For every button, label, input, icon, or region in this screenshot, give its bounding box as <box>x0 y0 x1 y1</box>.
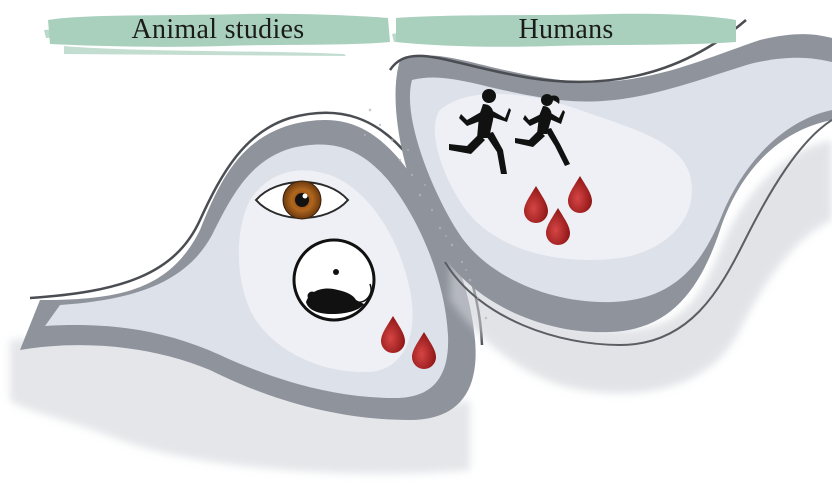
humans-banner: Humans <box>392 8 740 56</box>
animal-studies-label: Animal studies <box>44 8 392 52</box>
humans-label: Humans <box>392 8 740 52</box>
mouse-in-wheel-icon <box>294 240 374 320</box>
animal-studies-banner: Animal studies <box>44 8 392 56</box>
